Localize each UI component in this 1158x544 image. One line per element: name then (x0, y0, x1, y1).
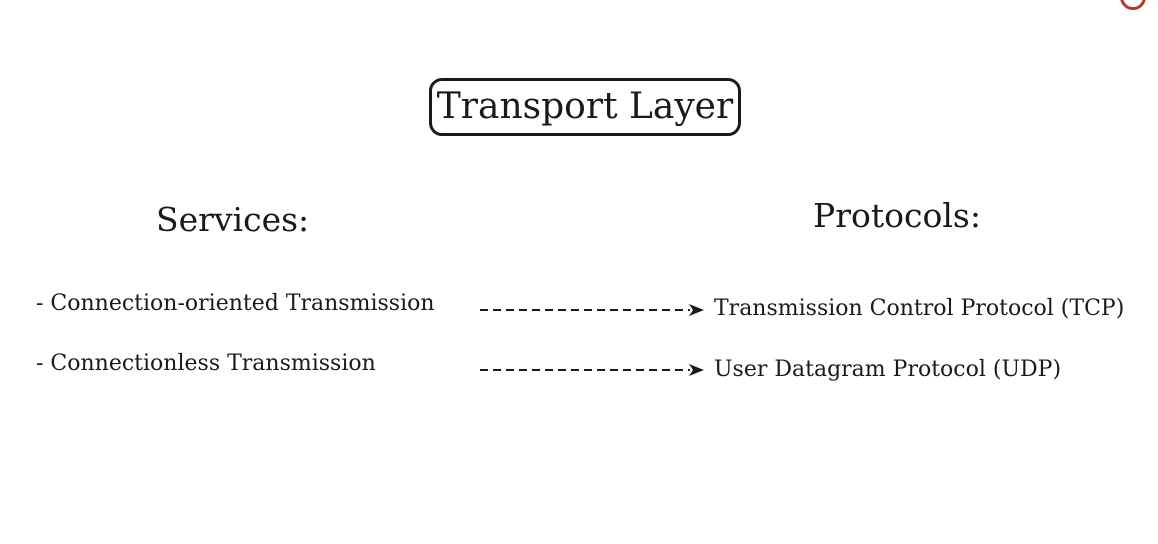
protocol-item-udp: User Datagram Protocol (UDP) (714, 357, 1062, 382)
services-heading: Services: (156, 200, 310, 239)
dashed-arrow-icon (480, 304, 704, 316)
protocol-item-tcp: Transmission Control Protocol (TCP) (714, 296, 1125, 321)
dashed-arrow-icon (480, 364, 704, 376)
page-title: Transport Layer (436, 86, 734, 127)
service-item-connection-oriented: - Connection-oriented Transmission (36, 291, 435, 316)
protocols-heading: Protocols: (813, 196, 981, 235)
title-box: Transport Layer (429, 78, 741, 136)
service-item-connectionless: - Connectionless Transmission (36, 351, 376, 376)
corner-logo-mark (1120, 0, 1146, 10)
